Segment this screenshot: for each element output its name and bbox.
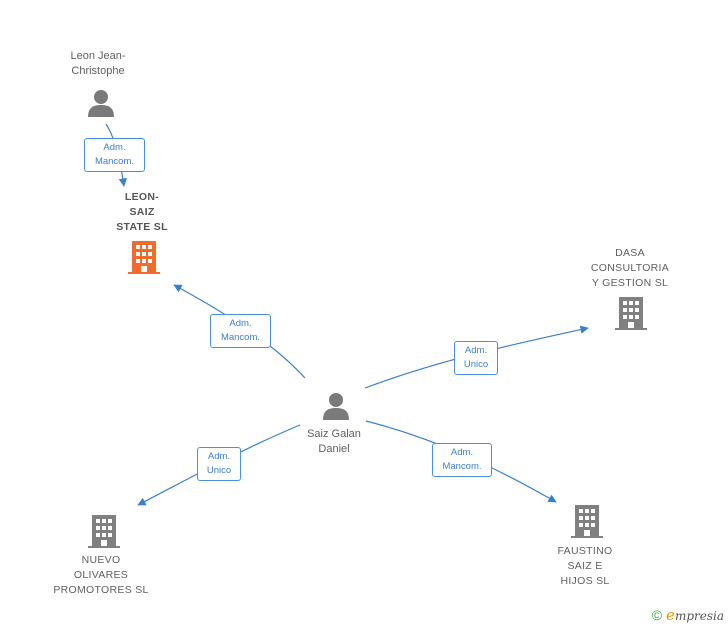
node-label-leon-jean[interactable]: Leon Jean- Christophe bbox=[70, 50, 126, 77]
edge-label-leon-to-leonsaiz: Adm. Mancom. bbox=[84, 138, 145, 172]
edge-label-saiz-to-faustino: Adm. Mancom. bbox=[432, 443, 492, 477]
building-icon[interactable] bbox=[128, 240, 160, 274]
person-icon[interactable] bbox=[321, 391, 351, 421]
node-label-dasa[interactable]: DASA CONSULTORIA Y GESTION SL bbox=[590, 247, 670, 289]
node-label-leon-saiz[interactable]: LEON- SAIZ STATE SL bbox=[116, 191, 168, 233]
building-icon[interactable] bbox=[88, 514, 120, 548]
brand-logo: empresia bbox=[666, 606, 724, 624]
node-label-saiz-galan[interactable]: Saiz Galan Daniel bbox=[307, 428, 361, 455]
edge-label-saiz-to-dasa: Adm. Unico bbox=[454, 341, 498, 375]
node-label-nuevo[interactable]: NUEVO OLIVARES PROMOTORES SL bbox=[53, 554, 149, 596]
edge-label-saiz-to-nuevo: Adm. Unico bbox=[197, 447, 241, 481]
brand-watermark: © empresia bbox=[652, 606, 724, 624]
building-icon[interactable] bbox=[571, 504, 603, 538]
copyright-icon: © bbox=[651, 607, 663, 623]
person-icon[interactable] bbox=[86, 88, 116, 118]
building-icon[interactable] bbox=[615, 296, 647, 330]
node-label-faustino[interactable]: FAUSTINO SAIZ E HIJOS SL bbox=[557, 545, 613, 587]
edge-label-saiz-to-leonsaiz: Adm. Mancom. bbox=[210, 314, 271, 348]
